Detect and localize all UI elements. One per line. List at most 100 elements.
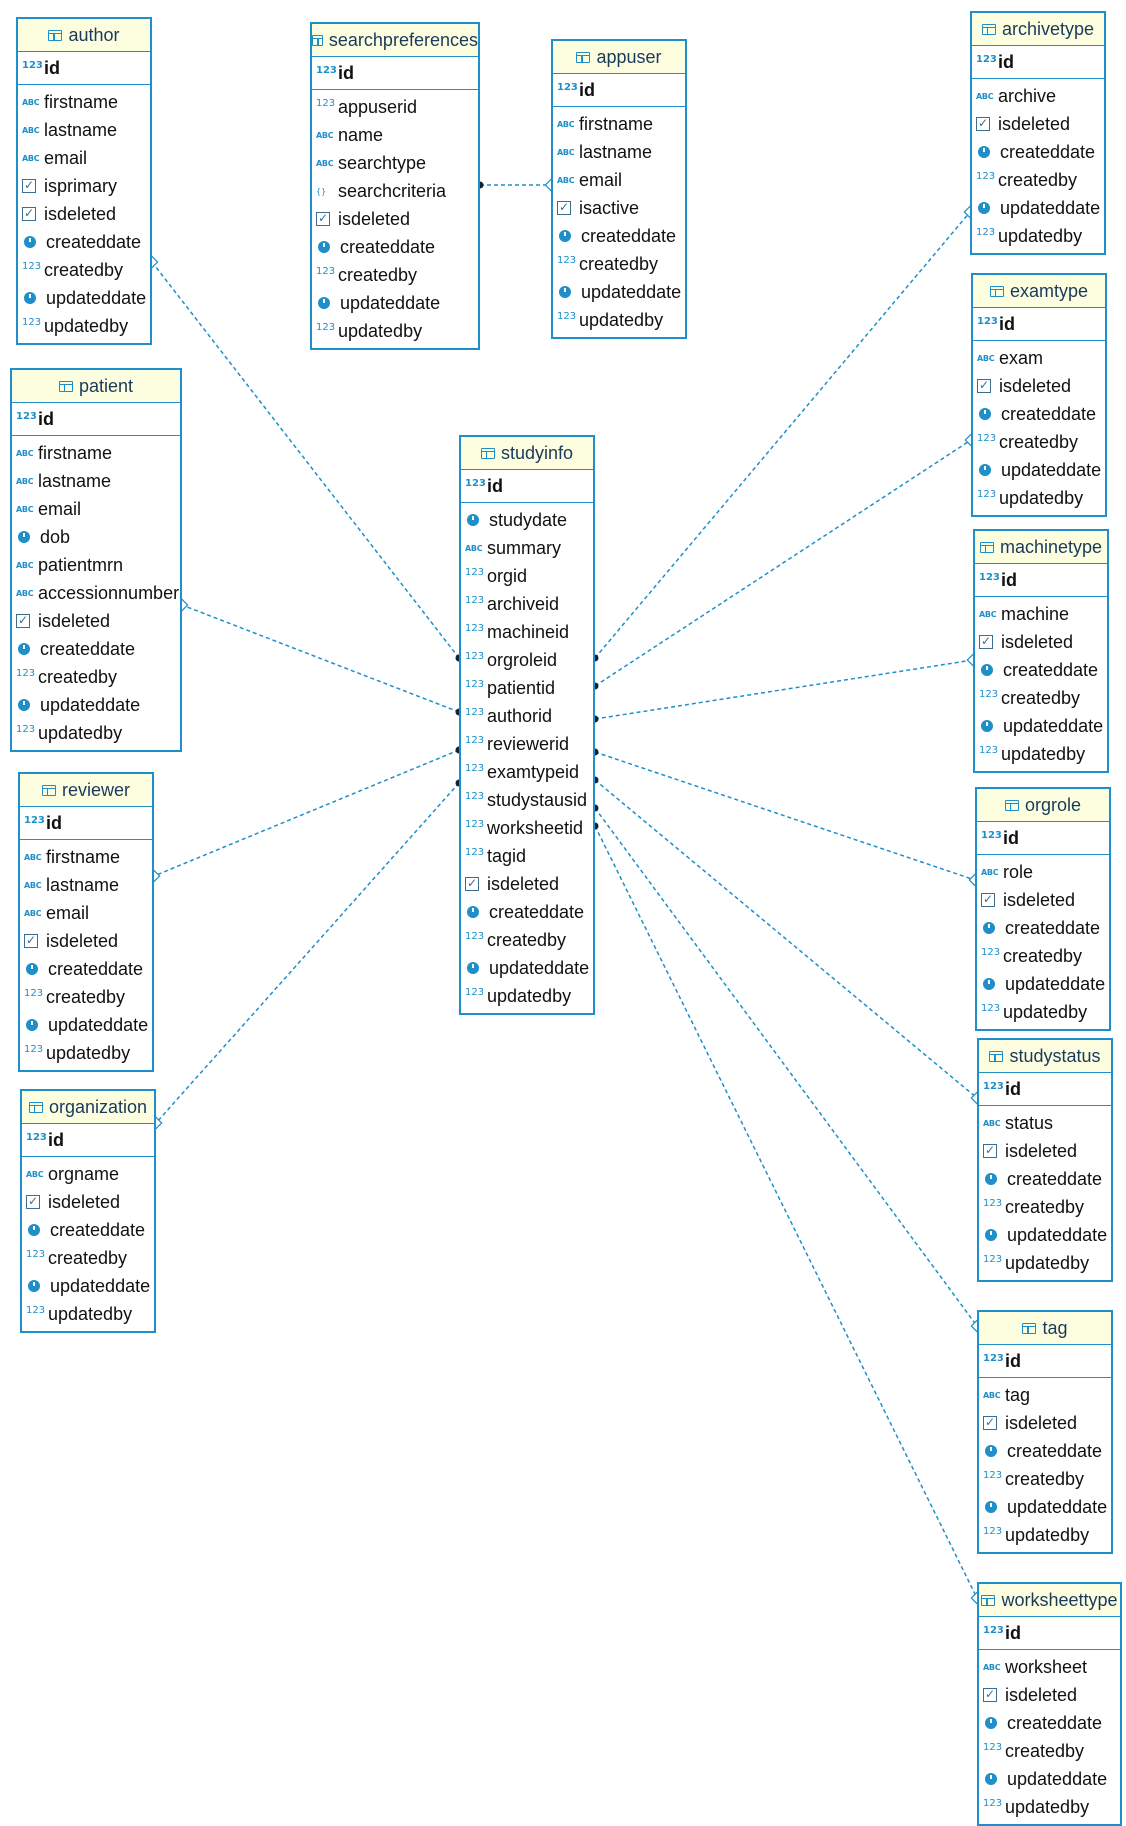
table-header[interactable]: orgrole xyxy=(977,789,1109,822)
column-row[interactable]: updateddate xyxy=(22,1272,154,1300)
column-row[interactable]: ✓isdeleted xyxy=(975,628,1107,656)
table-header[interactable]: worksheettype xyxy=(979,1584,1120,1617)
column-row[interactable]: ✓isdeleted xyxy=(12,607,180,635)
column-row[interactable]: createddate xyxy=(12,635,180,663)
table-header[interactable]: searchpreferences xyxy=(312,24,478,57)
column-row[interactable]: ✓isdeleted xyxy=(979,1137,1111,1165)
column-row[interactable]: updateddate xyxy=(553,278,685,306)
table-header[interactable]: tag xyxy=(979,1312,1111,1345)
column-row[interactable]: createddate xyxy=(553,222,685,250)
column-row[interactable]: ✓isdeleted xyxy=(979,1681,1120,1709)
column-row[interactable]: createddate xyxy=(979,1709,1120,1737)
column-row[interactable]: dob xyxy=(12,523,180,551)
column-row[interactable]: createddate xyxy=(18,228,150,256)
table-header[interactable]: reviewer xyxy=(20,774,152,807)
column-row[interactable]: ✓isdeleted xyxy=(972,110,1104,138)
column-row[interactable]: ✓isprimary xyxy=(18,172,150,200)
table-header[interactable]: studyinfo xyxy=(461,437,593,470)
table-header[interactable]: author xyxy=(18,19,150,52)
column-row[interactable]: ✓isdeleted xyxy=(973,372,1105,400)
column-row[interactable]: studydate xyxy=(461,506,593,534)
column-row[interactable]: updateddate xyxy=(972,194,1104,222)
column-row[interactable]: createddate xyxy=(977,914,1109,942)
column-row[interactable]: updateddate xyxy=(18,284,150,312)
column-row[interactable]: createddate xyxy=(312,233,478,261)
column-row[interactable]: ✓isdeleted xyxy=(20,927,152,955)
column-row[interactable]: ✓isdeleted xyxy=(312,205,478,233)
column-row[interactable]: createddate xyxy=(975,656,1107,684)
column-row[interactable]: updateddate xyxy=(12,691,180,719)
column-row[interactable]: updateddate xyxy=(975,712,1107,740)
column-row[interactable]: ✓isdeleted xyxy=(461,870,593,898)
column-row[interactable]: ✓isdeleted xyxy=(977,886,1109,914)
